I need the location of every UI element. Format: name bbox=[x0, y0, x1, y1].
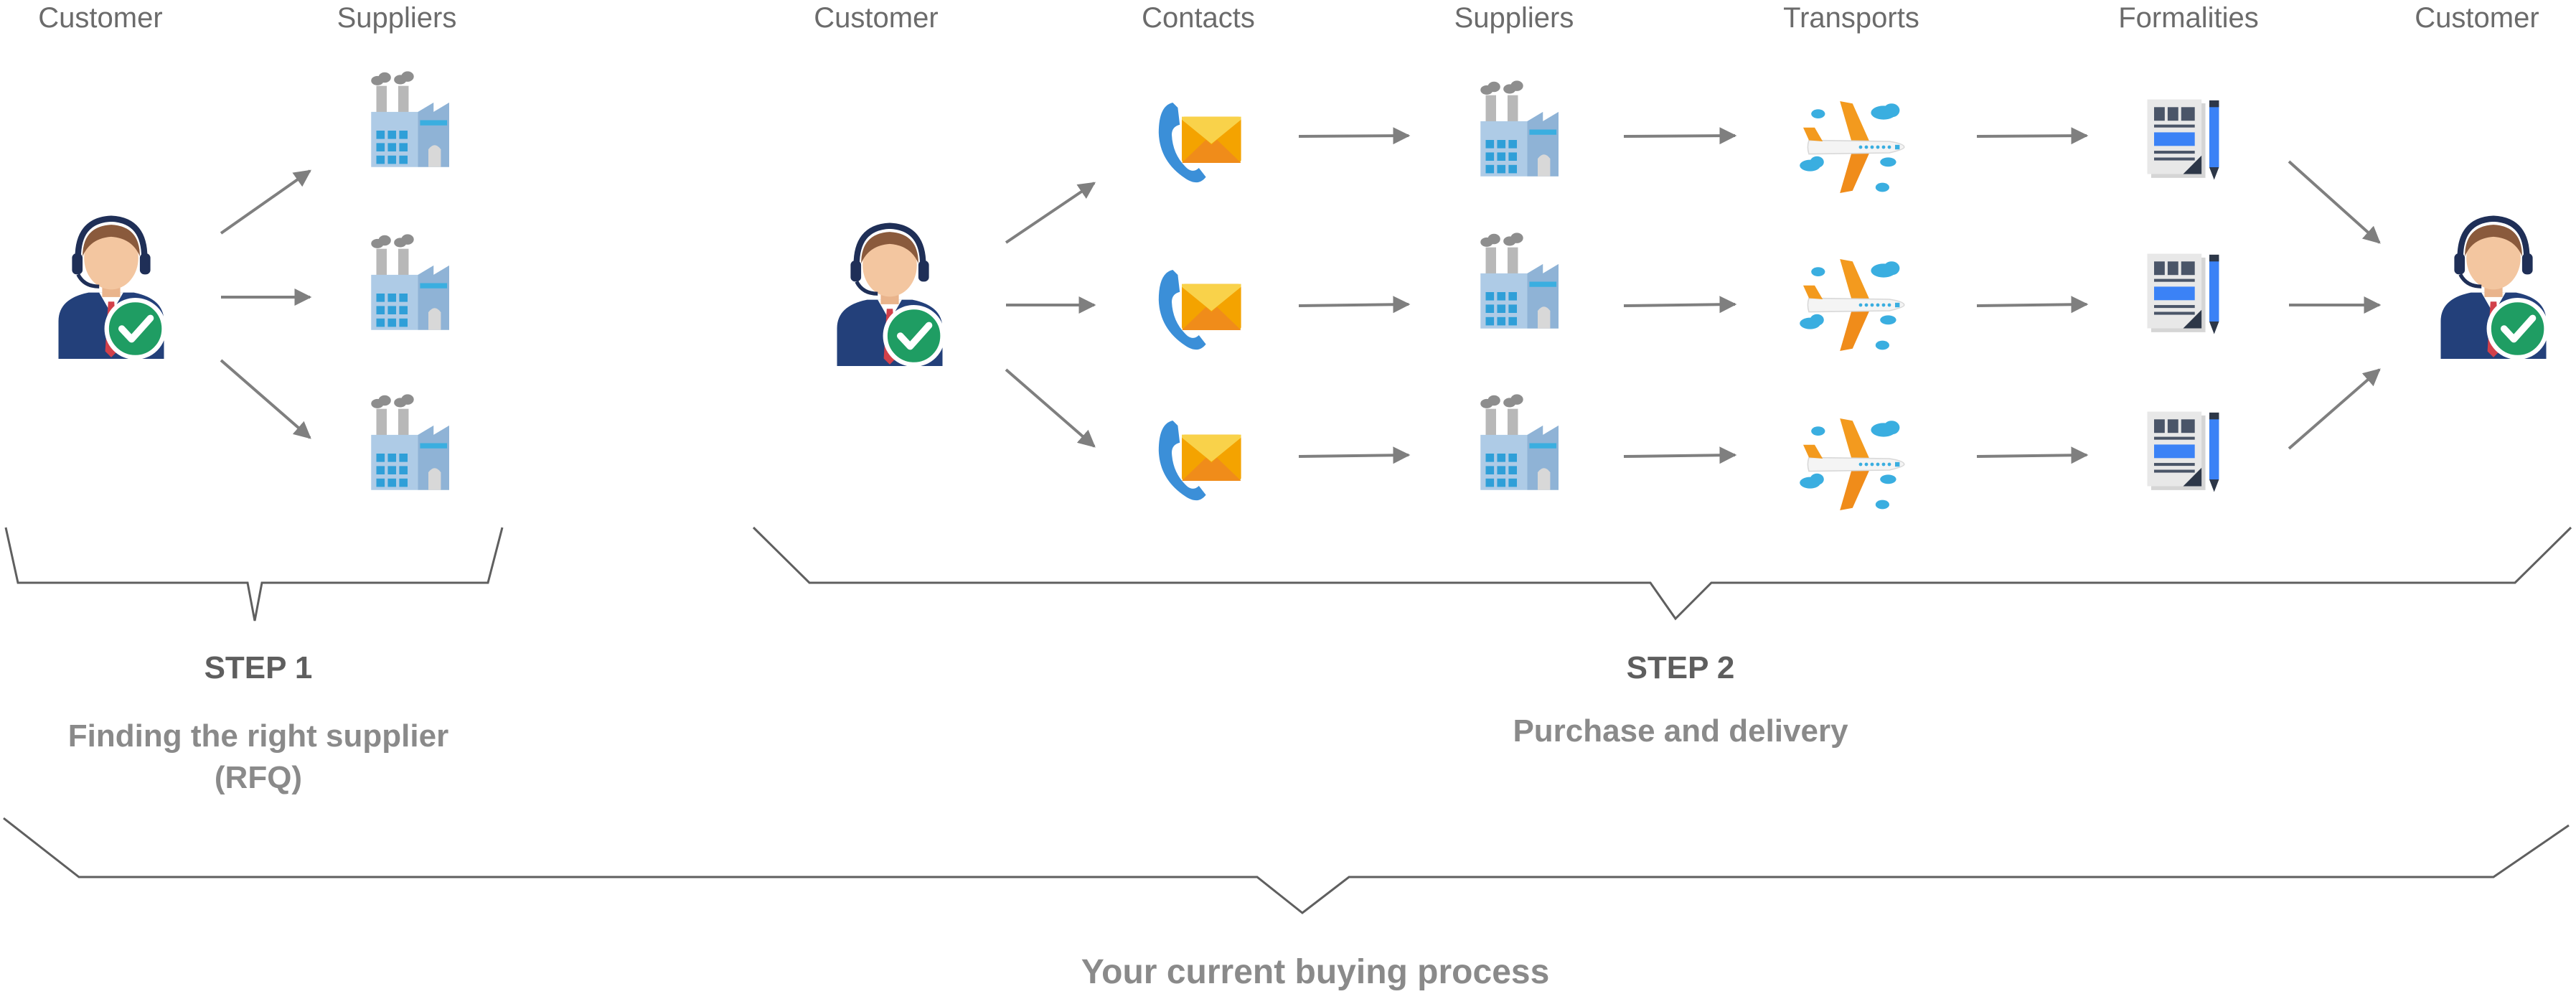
arrow bbox=[220, 169, 311, 235]
arrow bbox=[2288, 160, 2381, 244]
customer-agent-icon bbox=[59, 219, 164, 359]
step2-description: Purchase and delivery bbox=[1513, 713, 1848, 749]
factory-icon bbox=[1480, 80, 1559, 177]
arrow bbox=[2288, 368, 2381, 450]
step1-description-line1: Finding the right supplier bbox=[68, 718, 448, 754]
document-pencil-icon bbox=[2147, 253, 2219, 334]
step1-suppliers-label: Suppliers bbox=[337, 2, 457, 34]
arrow bbox=[1976, 296, 2089, 314]
step2-final-customer-label: Customer bbox=[2415, 2, 2539, 34]
arrow bbox=[1623, 296, 1737, 314]
step2-bracket bbox=[752, 526, 2572, 621]
step1-customer-label: Customer bbox=[38, 2, 162, 34]
arrow bbox=[1298, 296, 1411, 314]
airplane-icon bbox=[1799, 258, 1905, 352]
step2-transports-label: Transports bbox=[1783, 2, 1919, 34]
factory-icon bbox=[371, 71, 449, 167]
arrow bbox=[1976, 446, 2089, 464]
arrow bbox=[1005, 368, 1096, 448]
airplane-icon bbox=[1799, 100, 1905, 194]
step2-suppliers-label: Suppliers bbox=[1454, 2, 1574, 34]
factory-icon bbox=[1480, 233, 1559, 329]
airplane-icon bbox=[1799, 418, 1905, 511]
step1-description-line2: (RFQ) bbox=[215, 760, 302, 795]
factory-icon bbox=[371, 234, 449, 330]
step2-contacts-label: Contacts bbox=[1142, 2, 1255, 34]
phone-mail-icon bbox=[1158, 103, 1241, 183]
step2-customer-label: Customer bbox=[814, 2, 938, 34]
step1-bracket bbox=[4, 527, 504, 622]
step2-title: STEP 2 bbox=[1627, 650, 1735, 685]
arrow bbox=[1623, 446, 1737, 464]
customer-agent-icon bbox=[2441, 219, 2547, 359]
document-pencil-icon bbox=[2147, 411, 2219, 492]
arrow bbox=[1298, 446, 1411, 464]
step2-formalities-label: Formalities bbox=[2118, 2, 2259, 34]
customer-agent-icon bbox=[837, 226, 943, 366]
factory-icon bbox=[371, 394, 449, 490]
step1-title: STEP 1 bbox=[205, 650, 313, 685]
process-bracket bbox=[3, 817, 2570, 914]
document-pencil-icon bbox=[2147, 99, 2219, 180]
arrow bbox=[1005, 182, 1096, 244]
phone-mail-icon bbox=[1158, 270, 1241, 350]
phone-mail-icon bbox=[1158, 421, 1241, 501]
arrow bbox=[220, 359, 311, 439]
factory-icon bbox=[1480, 394, 1559, 490]
process-title: Your current buying process bbox=[1081, 953, 1550, 991]
